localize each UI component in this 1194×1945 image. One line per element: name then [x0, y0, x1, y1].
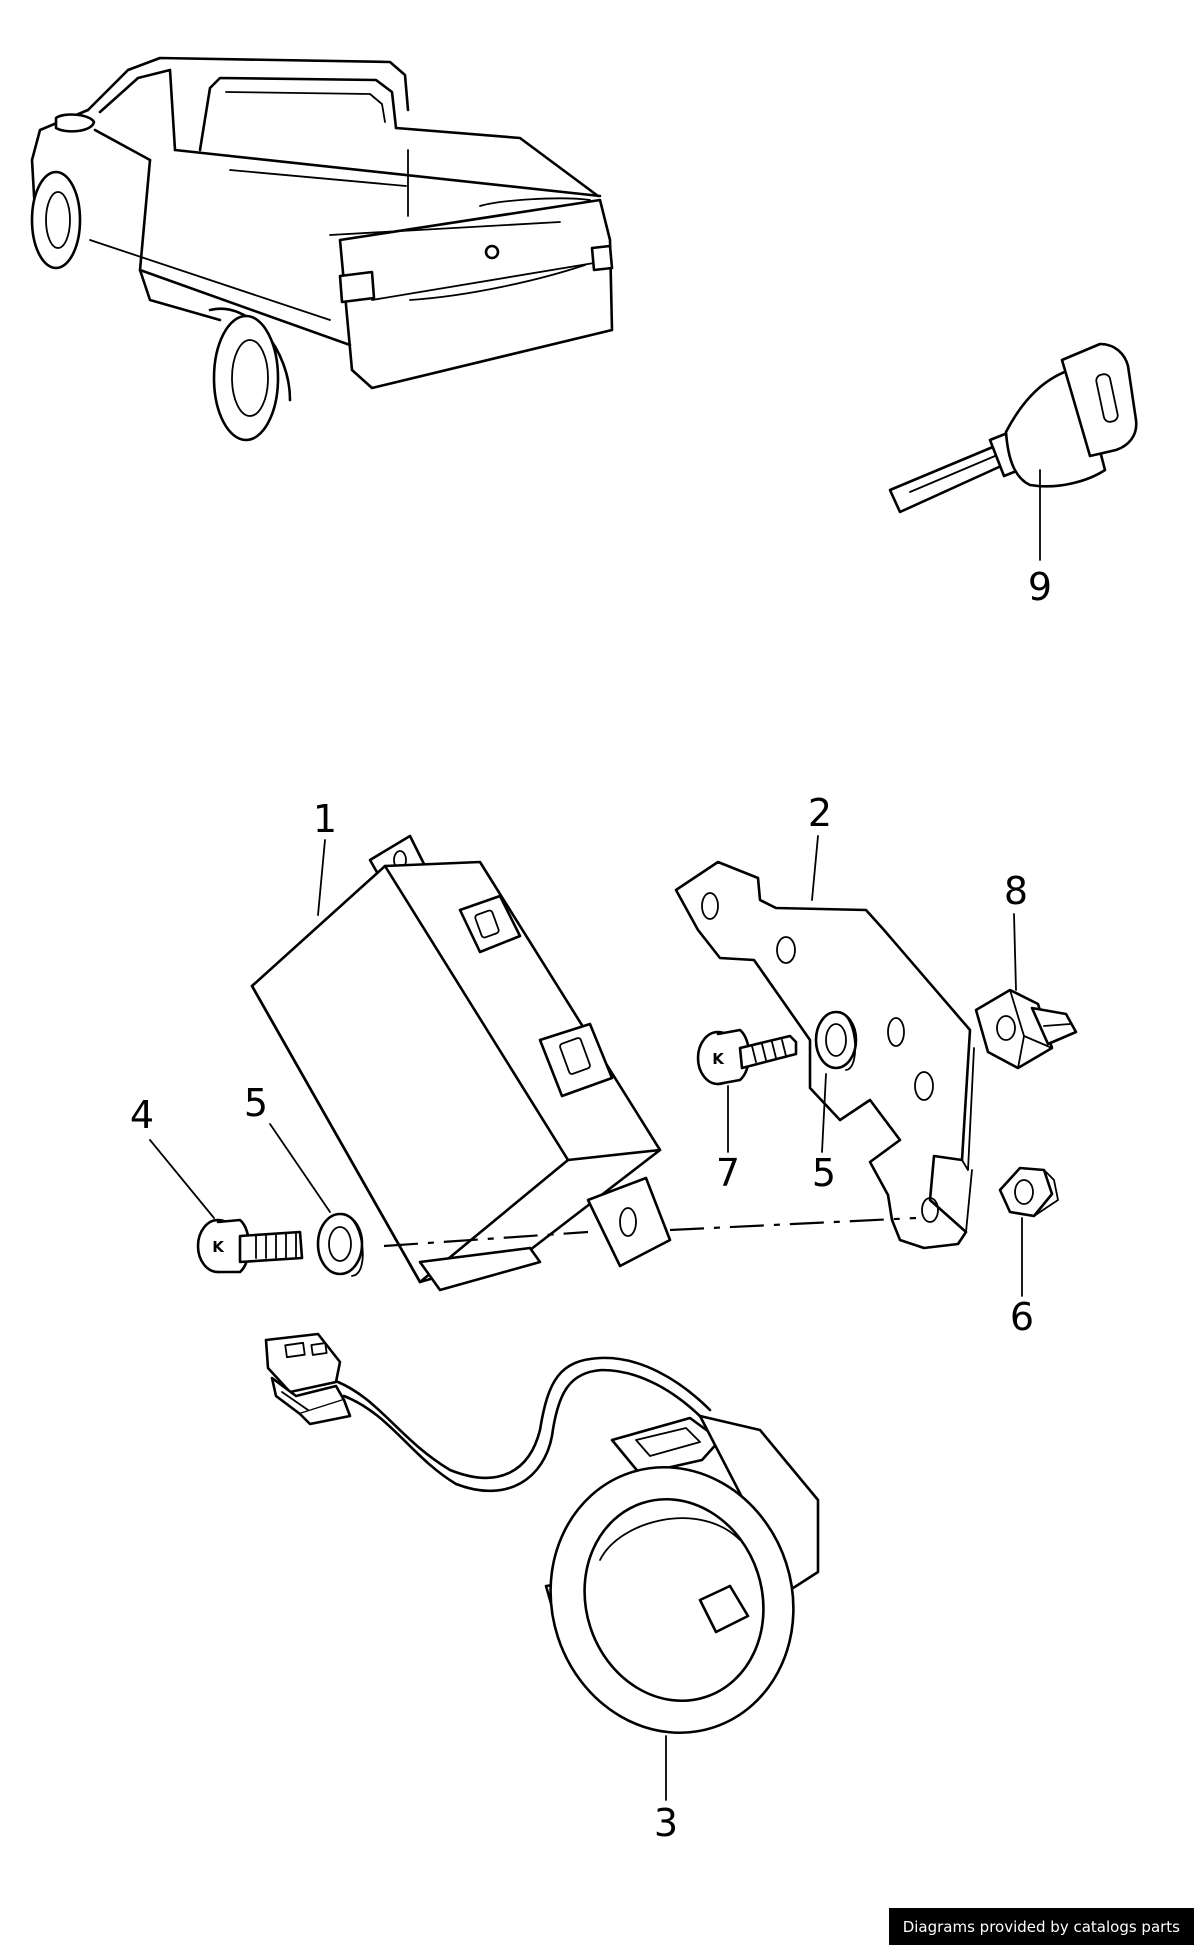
assembly-axis-right [669, 1216, 917, 1232]
part-5-washer-lower [269, 1123, 364, 1277]
screw-7-mark: K [712, 1050, 725, 1068]
callout-5-upper: 5 [812, 1151, 836, 1195]
callout-8: 8 [1004, 869, 1028, 913]
part-9-key [888, 342, 1138, 561]
part-8-clip-nut [974, 913, 1078, 1070]
callout-5-lower: 5 [244, 1081, 268, 1125]
callout-3: 3 [654, 1801, 678, 1845]
part-5-washer-upper [814, 1010, 858, 1153]
callout-1: 1 [313, 797, 337, 841]
part-6-nut [998, 1166, 1059, 1297]
callout-2: 2 [808, 791, 832, 835]
part-7-screw: K [696, 1028, 798, 1153]
part-3-ring-antenna [264, 1332, 820, 1801]
part-1-control-unit [250, 834, 672, 1292]
callout-9: 9 [1028, 565, 1052, 609]
pickup-truck-illustration [30, 56, 614, 442]
callout-7: 7 [716, 1151, 740, 1195]
screw-4-mark: K [212, 1238, 225, 1256]
part-4-screw: K [149, 1139, 304, 1274]
credit-badge: Diagrams provided by catalogs parts [888, 1908, 1194, 1945]
callout-6: 6 [1010, 1295, 1034, 1339]
callout-4: 4 [130, 1093, 154, 1137]
